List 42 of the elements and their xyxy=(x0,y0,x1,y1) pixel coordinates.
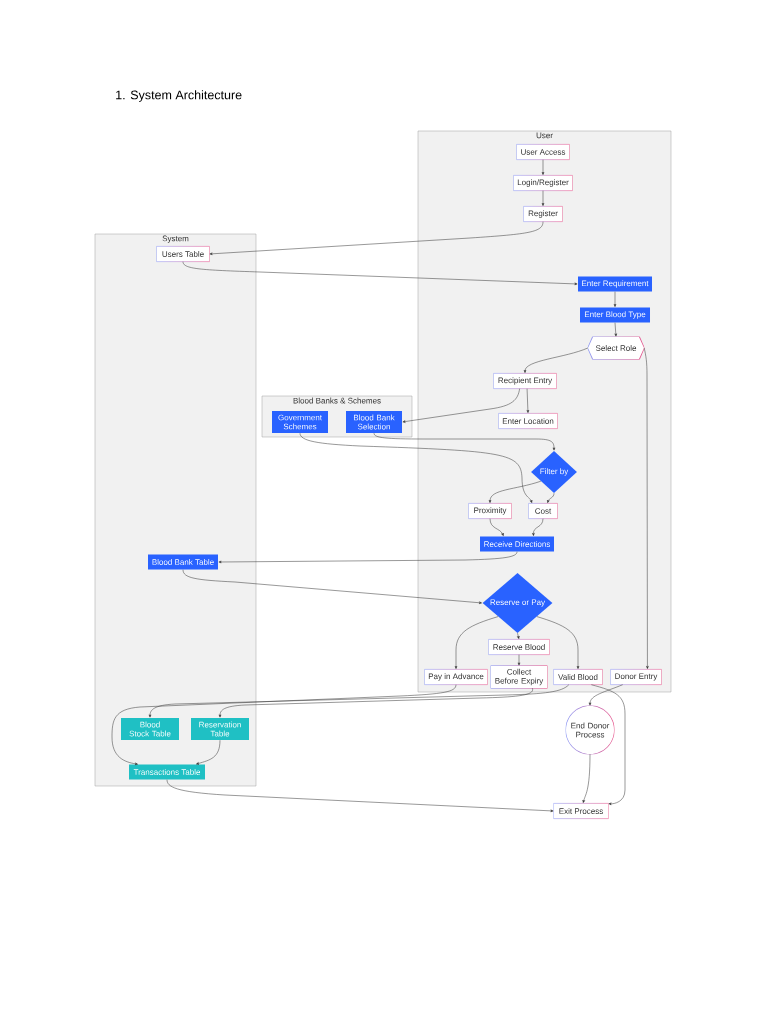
process-box: Register xyxy=(524,206,562,222)
table-box: Blood Stock Table xyxy=(121,718,179,740)
decision-hexagon: Select Role xyxy=(588,337,644,359)
arrow xyxy=(588,684,623,706)
node-label: Exit Process xyxy=(559,808,603,814)
arrow xyxy=(643,347,649,669)
arrow xyxy=(196,739,221,765)
arrow xyxy=(536,616,580,669)
arrow xyxy=(517,654,521,666)
arrow xyxy=(209,221,544,256)
process-box: Enter Requirement xyxy=(578,276,652,292)
arrow xyxy=(182,261,578,286)
process-box: Government Schemes xyxy=(272,411,328,433)
process-box: User Access xyxy=(517,144,569,160)
arrow xyxy=(182,569,482,604)
arrow xyxy=(488,480,542,503)
arrow xyxy=(613,291,617,307)
arrow xyxy=(454,616,499,669)
arrow xyxy=(402,388,520,423)
table-box: Reservation Table xyxy=(191,718,249,740)
arrow xyxy=(541,159,545,175)
arrow xyxy=(166,779,554,813)
node-label: End Donor Process xyxy=(571,722,610,738)
arrow xyxy=(373,432,556,451)
arrow xyxy=(541,190,545,206)
arrow xyxy=(614,322,618,337)
arrow xyxy=(532,518,544,536)
arrow xyxy=(591,684,626,806)
arrow xyxy=(523,347,589,373)
process-box: Collect Before Expiry xyxy=(491,666,547,688)
arrow xyxy=(299,432,533,503)
arrow xyxy=(526,388,530,413)
arrow xyxy=(547,492,555,503)
heading: 1. System Architecture xyxy=(116,90,242,102)
arrow xyxy=(218,551,518,564)
process-box: Blood Bank Selection xyxy=(346,411,402,433)
arrow xyxy=(218,687,533,718)
arrow xyxy=(489,518,504,536)
arrow xyxy=(148,684,570,718)
arrow xyxy=(517,632,520,639)
arrow xyxy=(111,684,457,766)
arrow xyxy=(582,753,591,803)
